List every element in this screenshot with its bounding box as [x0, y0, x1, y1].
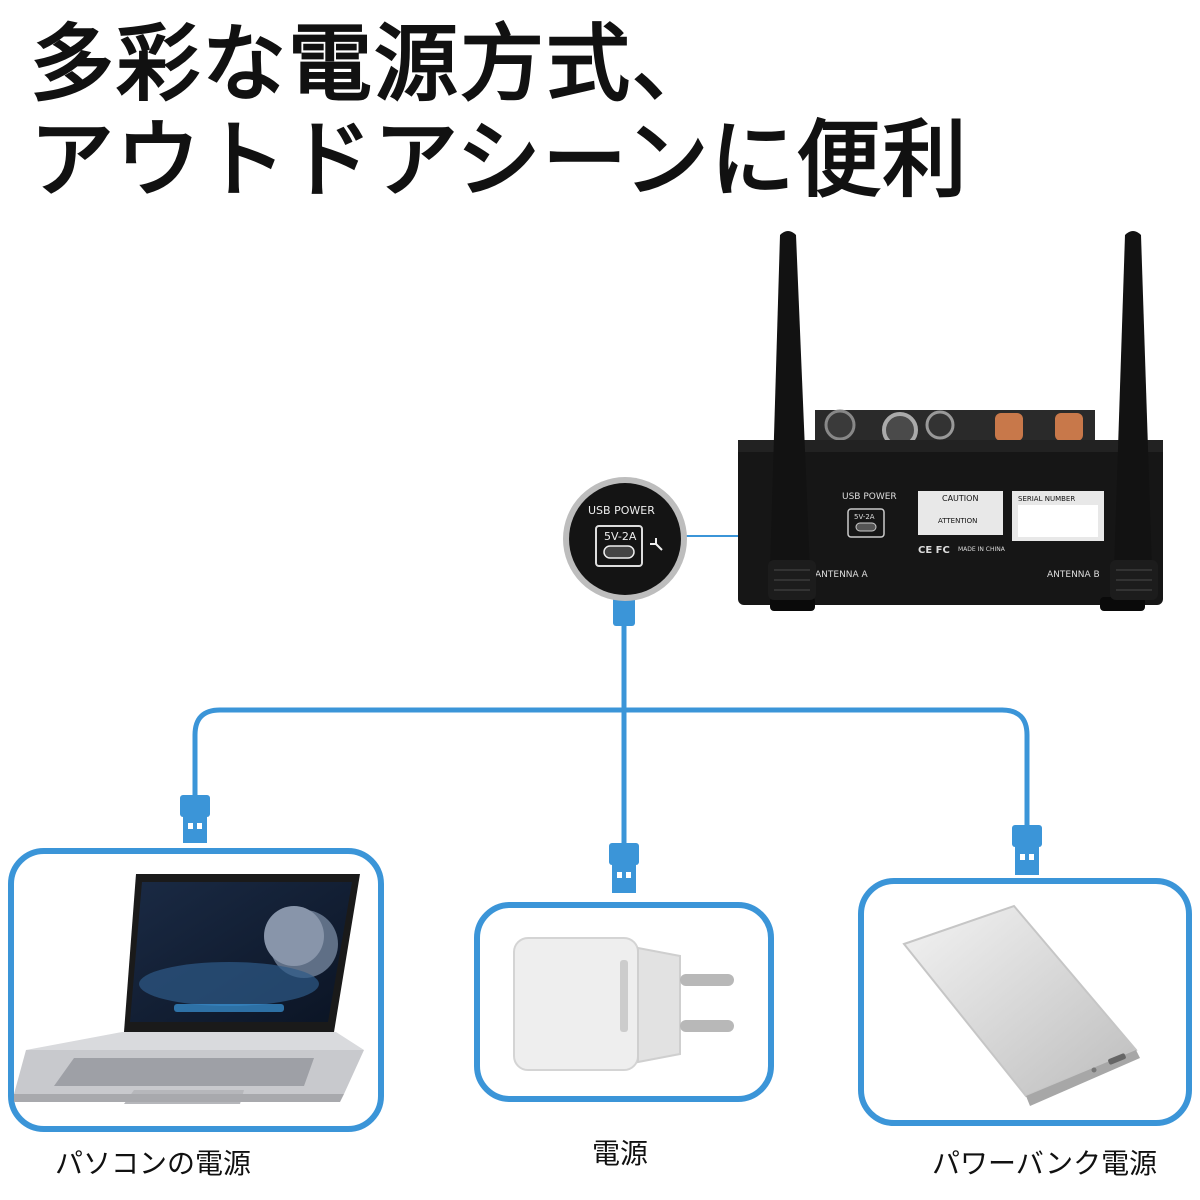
usb-plug-center-icon: [609, 843, 639, 893]
mixer-cert-label: CE FC: [918, 545, 950, 556]
laptop-icon: [14, 874, 364, 1104]
cable-right-branch: [999, 707, 1030, 833]
wall-charger-icon: [513, 937, 734, 1071]
mixer-caution-label: CAUTION: [942, 494, 978, 503]
wireless-mixer-receiver-icon: USB POWER 5V-2A CAUTION ATTENTION SERIAL…: [738, 231, 1163, 611]
callout-usb-power-label: USB POWER: [588, 504, 655, 517]
wall-charger-source-caption: 電源: [592, 1137, 649, 1170]
antenna-b-icon: [1110, 231, 1158, 600]
laptop-source-caption: パソコンの電源: [55, 1147, 252, 1180]
usb-power-zoom-callout: USB POWER 5V-2A: [563, 477, 687, 601]
power-bank-source-box: [858, 878, 1192, 1126]
usb-plug-right-icon: [1012, 825, 1042, 875]
mixer-antenna-b-label: ANTENNA B: [1047, 570, 1100, 580]
callout-rating-label: 5V-2A: [604, 530, 637, 543]
headline-line-1: 多彩な電源方式、: [30, 15, 719, 113]
mixer-made-in-label: MADE IN CHINA: [958, 546, 1006, 553]
usb-plug-left-icon: [180, 795, 210, 843]
mixer-antenna-a-label: ANTENNA A: [815, 570, 869, 580]
antenna-a-icon: [768, 231, 816, 600]
mixer-rating-label: 5V-2A: [854, 513, 875, 521]
power-bank-source-caption: パワーバンク電源: [932, 1147, 1158, 1180]
mixer-serial-label: SERIAL NUMBER: [1018, 495, 1075, 503]
wall-charger-source-box: [474, 902, 774, 1102]
mixer-usb-power-label: USB POWER: [842, 492, 897, 502]
mixer-attention-label: ATTENTION: [938, 517, 977, 525]
headline-line-2: アウトドアシーンに便利: [30, 111, 969, 209]
power-bank-icon: [902, 904, 1140, 1106]
laptop-source-box: [8, 848, 384, 1132]
cable-left-branch: [192, 707, 223, 803]
